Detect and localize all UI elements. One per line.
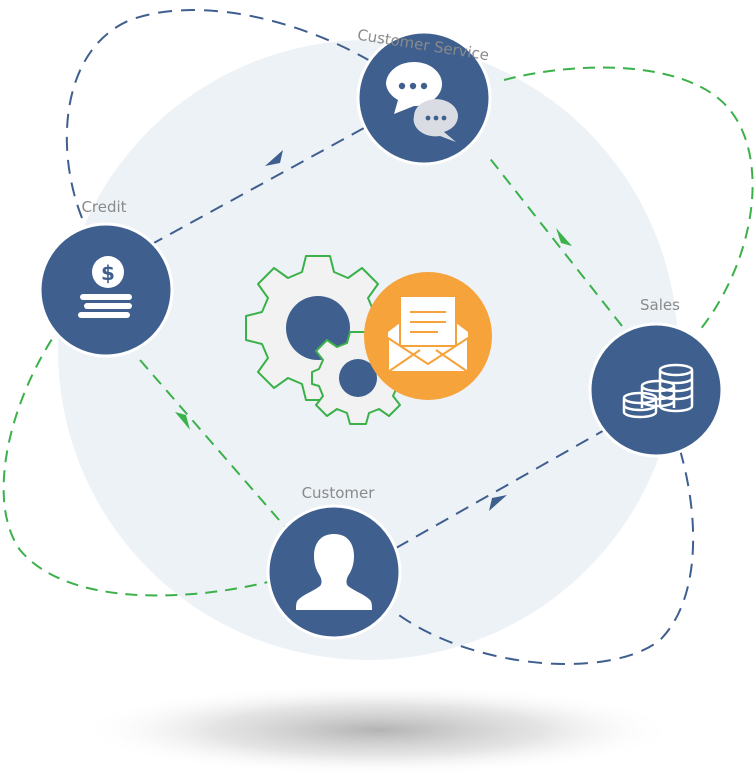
flow-service-to-credit — [151, 127, 365, 245]
label-customer: Customer — [302, 484, 376, 502]
orbit-green-lower-left — [2, 329, 277, 597]
node-customer-service[interactable]: Customer Service — [356, 26, 492, 166]
node-customer[interactable]: Customer — [266, 484, 402, 640]
arrow-customer-to-sales — [489, 495, 507, 511]
orbit-blue-upper-left — [65, 9, 373, 219]
chat-bubbles-icon — [386, 62, 458, 142]
coin-stacks-icon — [622, 363, 694, 419]
flow-credit-to-customer — [139, 359, 287, 529]
label-credit: Credit — [81, 198, 126, 216]
flow-sales-to-service — [487, 155, 623, 327]
open-envelope-icon — [364, 272, 492, 400]
dollar-coins-icon: $ — [78, 256, 132, 318]
gears-icon — [245, 255, 405, 425]
orbit-blue-lower-right — [391, 449, 695, 665]
node-credit[interactable]: $ Credit — [38, 198, 174, 358]
arrow-credit-to-customer — [175, 412, 190, 430]
flow-customer-to-sales — [395, 427, 609, 549]
person-silhouette-icon — [296, 534, 372, 610]
arrow-service-to-credit — [265, 150, 283, 166]
ground-shadow — [78, 684, 678, 776]
label-sales: Sales — [640, 296, 680, 314]
node-sales[interactable]: Sales — [588, 296, 724, 458]
arrow-sales-to-service — [556, 228, 572, 246]
svg-text:$: $ — [101, 261, 115, 285]
